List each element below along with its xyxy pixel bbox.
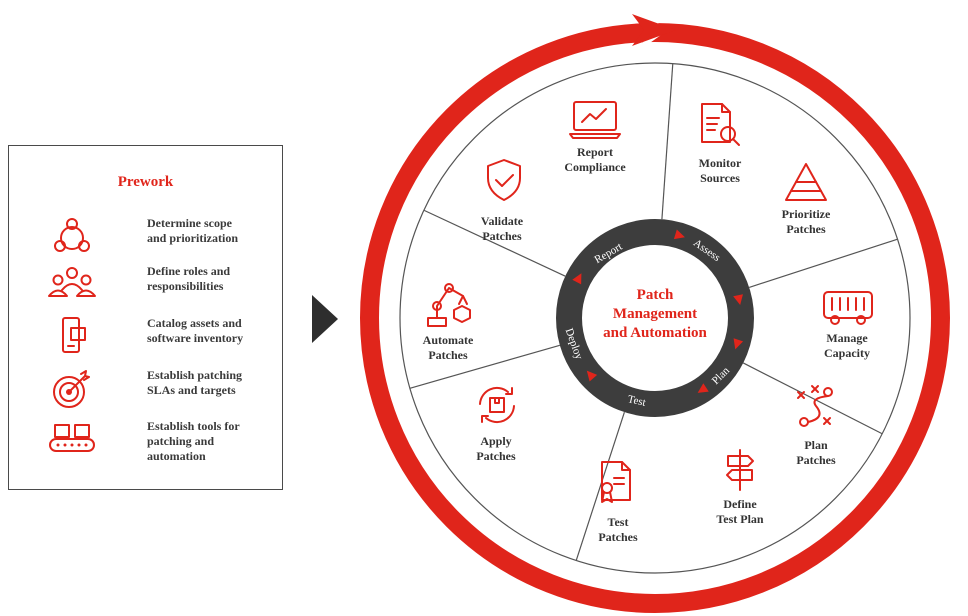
segment-divider bbox=[742, 362, 883, 435]
segment-divider bbox=[423, 209, 566, 277]
prework-item-line2: software inventory bbox=[147, 331, 244, 345]
prework-panel: Prework Determine scope and prioritizati… bbox=[8, 145, 283, 490]
center-title-line2: Management bbox=[613, 306, 697, 322]
segment-divider bbox=[575, 411, 625, 561]
people-group-icon bbox=[48, 267, 96, 297]
segment-dividers bbox=[409, 63, 898, 561]
segment-label: Patches bbox=[598, 530, 638, 544]
prework-item-scope: Determine scope and prioritization bbox=[9, 216, 282, 266]
prework-item-line1: Establish tools for bbox=[147, 419, 240, 433]
robot-arm-icon bbox=[427, 283, 471, 327]
segment-label: Apply bbox=[480, 434, 511, 448]
segment-label: Patches bbox=[476, 449, 516, 463]
segment-divider bbox=[661, 63, 674, 220]
shield-check-icon bbox=[487, 159, 521, 201]
laptop-chart-icon bbox=[569, 101, 621, 139]
prework-item-catalog: Catalog assets and software inventory bbox=[9, 316, 282, 366]
segment-label: Monitor bbox=[699, 156, 742, 170]
phase-ring-arrows bbox=[572, 229, 744, 393]
prework-title: Prework bbox=[117, 174, 174, 190]
prework-item-line2: and prioritization bbox=[147, 231, 239, 245]
ring-arrow-marker bbox=[572, 273, 582, 285]
ring-label-test: Test bbox=[626, 393, 646, 409]
segment-label: Test bbox=[608, 515, 629, 529]
segment-label: Capacity bbox=[824, 346, 870, 360]
prework-item-line2: patching and bbox=[147, 434, 215, 448]
segment-label: Report bbox=[577, 145, 613, 159]
box-refresh-icon bbox=[479, 387, 515, 423]
segment-divider bbox=[748, 238, 898, 288]
segment-label: Automate bbox=[423, 333, 474, 347]
device-inventory-icon bbox=[62, 317, 86, 353]
phase-ring bbox=[556, 219, 754, 417]
segment-label: Manage bbox=[826, 331, 868, 345]
ring-arrow-marker bbox=[733, 338, 744, 350]
prework-item-tools: Establish tools for patching and automat… bbox=[9, 419, 282, 479]
cycle-arrowhead bbox=[632, 14, 676, 46]
prework-item-line3: automation bbox=[147, 449, 206, 463]
signpost-icon bbox=[726, 449, 754, 491]
prework-item-line1: Catalog assets and bbox=[147, 316, 242, 330]
segment-label: Patches bbox=[786, 222, 826, 236]
segment-divider bbox=[409, 344, 561, 389]
strategy-play-icon bbox=[797, 385, 833, 427]
segment-label: Patches bbox=[482, 229, 522, 243]
segment-label: Sources bbox=[700, 171, 740, 185]
network-triangle-icon bbox=[54, 218, 90, 252]
segment-label: Patches bbox=[428, 348, 468, 362]
ring-arrow-marker bbox=[733, 294, 743, 306]
segment-label: Compliance bbox=[564, 160, 626, 174]
prework-item-slas: Establish patching SLAs and targets bbox=[9, 368, 282, 418]
prework-item-line1: Define roles and bbox=[147, 264, 231, 278]
segment-label: Define bbox=[723, 497, 757, 511]
segment-label: Plan bbox=[804, 438, 828, 452]
center-title-line1: Patch bbox=[637, 287, 674, 303]
prework-item-line1: Establish patching bbox=[147, 368, 243, 382]
flow-arrow bbox=[312, 295, 338, 343]
prework-item-line2: responsibilities bbox=[147, 279, 224, 293]
prework-item-line2: SLAs and targets bbox=[147, 383, 236, 397]
prework-item-roles: Define roles and responsibilities bbox=[9, 264, 282, 314]
target-icon bbox=[53, 370, 90, 408]
certificate-document-icon bbox=[601, 461, 631, 503]
bus-icon bbox=[823, 291, 873, 325]
ring-arrow-marker bbox=[586, 370, 598, 382]
center-title-line3: and Automation bbox=[603, 325, 707, 341]
segment-label: Test Plan bbox=[716, 512, 764, 526]
segment-label: Patches bbox=[796, 453, 836, 467]
segment-label: Prioritize bbox=[782, 207, 831, 221]
prework-item-line1: Determine scope bbox=[147, 216, 232, 230]
document-search-icon bbox=[701, 103, 740, 146]
segment-label: Validate bbox=[481, 214, 524, 228]
conveyor-belt-icon bbox=[49, 424, 95, 452]
pyramid-icon bbox=[785, 163, 827, 201]
ring-arrow-marker bbox=[673, 229, 685, 240]
ring-arrow-marker bbox=[697, 383, 709, 393]
